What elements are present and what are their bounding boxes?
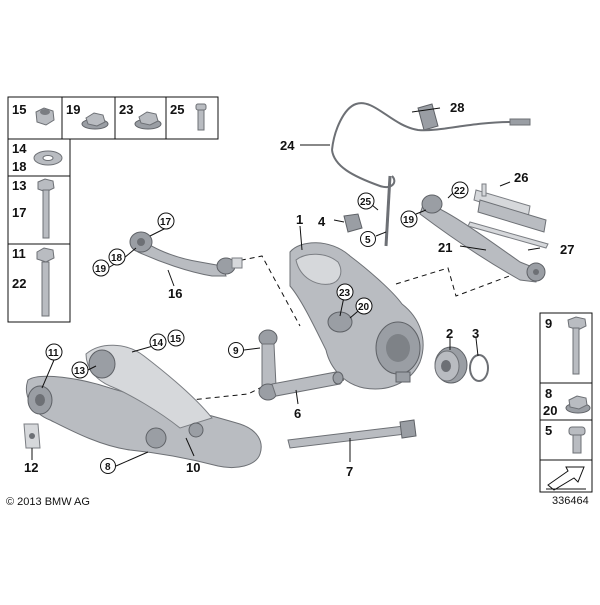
legend-label: 5 xyxy=(545,423,552,438)
mounting-plate xyxy=(467,221,549,249)
wheel-carrier xyxy=(289,242,424,390)
legend-label: 19 xyxy=(66,102,80,117)
callout-circle xyxy=(45,343,63,361)
upper-control-arm xyxy=(129,231,243,277)
diagram-number: 336464 xyxy=(552,495,589,507)
callout-label: 11 xyxy=(48,348,59,359)
long-bolt xyxy=(287,419,417,449)
legend-label: 23 xyxy=(119,102,133,117)
direction-arrow-icon xyxy=(546,466,586,491)
legend-left: 15 19 23 25 14 18 13 17 11 22 xyxy=(7,96,219,323)
toe-link xyxy=(258,329,278,401)
callout-label: 26 xyxy=(514,170,528,185)
legend-label: 25 xyxy=(170,102,184,117)
callout-circle xyxy=(360,231,376,247)
callout-circle xyxy=(157,212,175,230)
legend-label: 18 xyxy=(12,159,26,174)
callout-label: 15 xyxy=(170,334,182,345)
legend-label: 9 xyxy=(545,316,552,331)
legend-label: 20 xyxy=(543,403,557,418)
bushing xyxy=(434,346,468,384)
legend-label: 13 xyxy=(12,178,26,193)
copyright-text: © 2013 BMW AG xyxy=(6,496,90,508)
callout-label: 9 xyxy=(233,346,239,357)
callout-label: 14 xyxy=(152,338,164,349)
callout-label: 18 xyxy=(111,253,123,264)
callout-label: 1 xyxy=(296,212,303,227)
leader-lines xyxy=(31,107,541,467)
callout-label: 28 xyxy=(450,100,464,115)
callout-label: 19 xyxy=(95,264,107,275)
callout-label: 21 xyxy=(438,240,452,255)
callout-label: 5 xyxy=(365,235,371,246)
legend-right: 9 8 20 5 xyxy=(539,312,593,493)
callout-label: 17 xyxy=(160,217,172,228)
legend-label: 22 xyxy=(12,276,26,291)
callout-circle xyxy=(336,283,354,301)
callout-circle xyxy=(400,210,418,228)
callout-circle xyxy=(451,181,469,199)
legend-label: 17 xyxy=(12,205,26,220)
callout-label: 4 xyxy=(318,214,326,229)
long-bolt-icon xyxy=(36,247,55,317)
clamp-bracket xyxy=(23,423,41,449)
legend-label: 15 xyxy=(12,102,26,117)
sensor-connector xyxy=(417,103,439,131)
bolt-icon xyxy=(195,103,207,131)
callout-label: 8 xyxy=(105,462,111,473)
legend-label: 14 xyxy=(12,141,27,156)
callout-circle xyxy=(108,248,126,266)
hex-nut-icon xyxy=(35,107,55,126)
callout-label: 16 xyxy=(168,286,182,301)
callout-label: 24 xyxy=(280,138,295,153)
pivot-pin xyxy=(271,371,344,397)
callout-label: 7 xyxy=(346,464,353,479)
callout-circle xyxy=(149,333,167,351)
callout-circle xyxy=(100,458,116,474)
callout-label: 22 xyxy=(454,186,466,197)
bolt-icon xyxy=(567,316,587,375)
washer-icon xyxy=(33,150,63,166)
callout-label: 23 xyxy=(339,288,351,299)
short-bolt-icon xyxy=(568,426,586,454)
flange-nut-icon xyxy=(565,395,591,414)
callout-circle xyxy=(92,259,110,277)
long-bolt-icon xyxy=(37,178,55,239)
callout-label: 27 xyxy=(560,242,574,257)
callout-circle xyxy=(355,297,373,315)
callout-label: 19 xyxy=(403,215,415,226)
legend-label: 8 xyxy=(545,386,552,401)
legend-right-row4-frame xyxy=(539,459,593,493)
callout-label: 10 xyxy=(186,460,200,475)
legend-left-row1-frame xyxy=(7,96,219,140)
callout-label: 2 xyxy=(446,326,453,341)
callout-label: 13 xyxy=(74,366,86,377)
callout-label: 12 xyxy=(24,460,38,475)
callout-circle xyxy=(357,192,375,210)
lower-control-arm xyxy=(26,344,262,468)
abs-sensor xyxy=(343,213,363,233)
callout-label: 25 xyxy=(360,197,372,208)
callout-label: 3 xyxy=(472,326,479,341)
legend-label: 11 xyxy=(12,246,26,261)
mounting-bracket xyxy=(473,183,547,233)
callout-label: 20 xyxy=(358,302,370,313)
legend-left-row4-frame xyxy=(7,243,71,323)
callout-circle xyxy=(167,329,185,347)
nut-icon xyxy=(134,111,162,130)
trailing-arm xyxy=(419,194,546,283)
callout-circle xyxy=(71,361,89,379)
sensor-cable xyxy=(331,102,531,247)
flange-nut-icon xyxy=(81,112,109,130)
callout-label: 6 xyxy=(294,406,301,421)
callouts: 1 2 3 4 5 6 7 8 9 10 11 12 13 14 15 16 1… xyxy=(24,100,574,479)
snap-ring xyxy=(469,354,489,382)
callout-circle xyxy=(228,342,244,358)
